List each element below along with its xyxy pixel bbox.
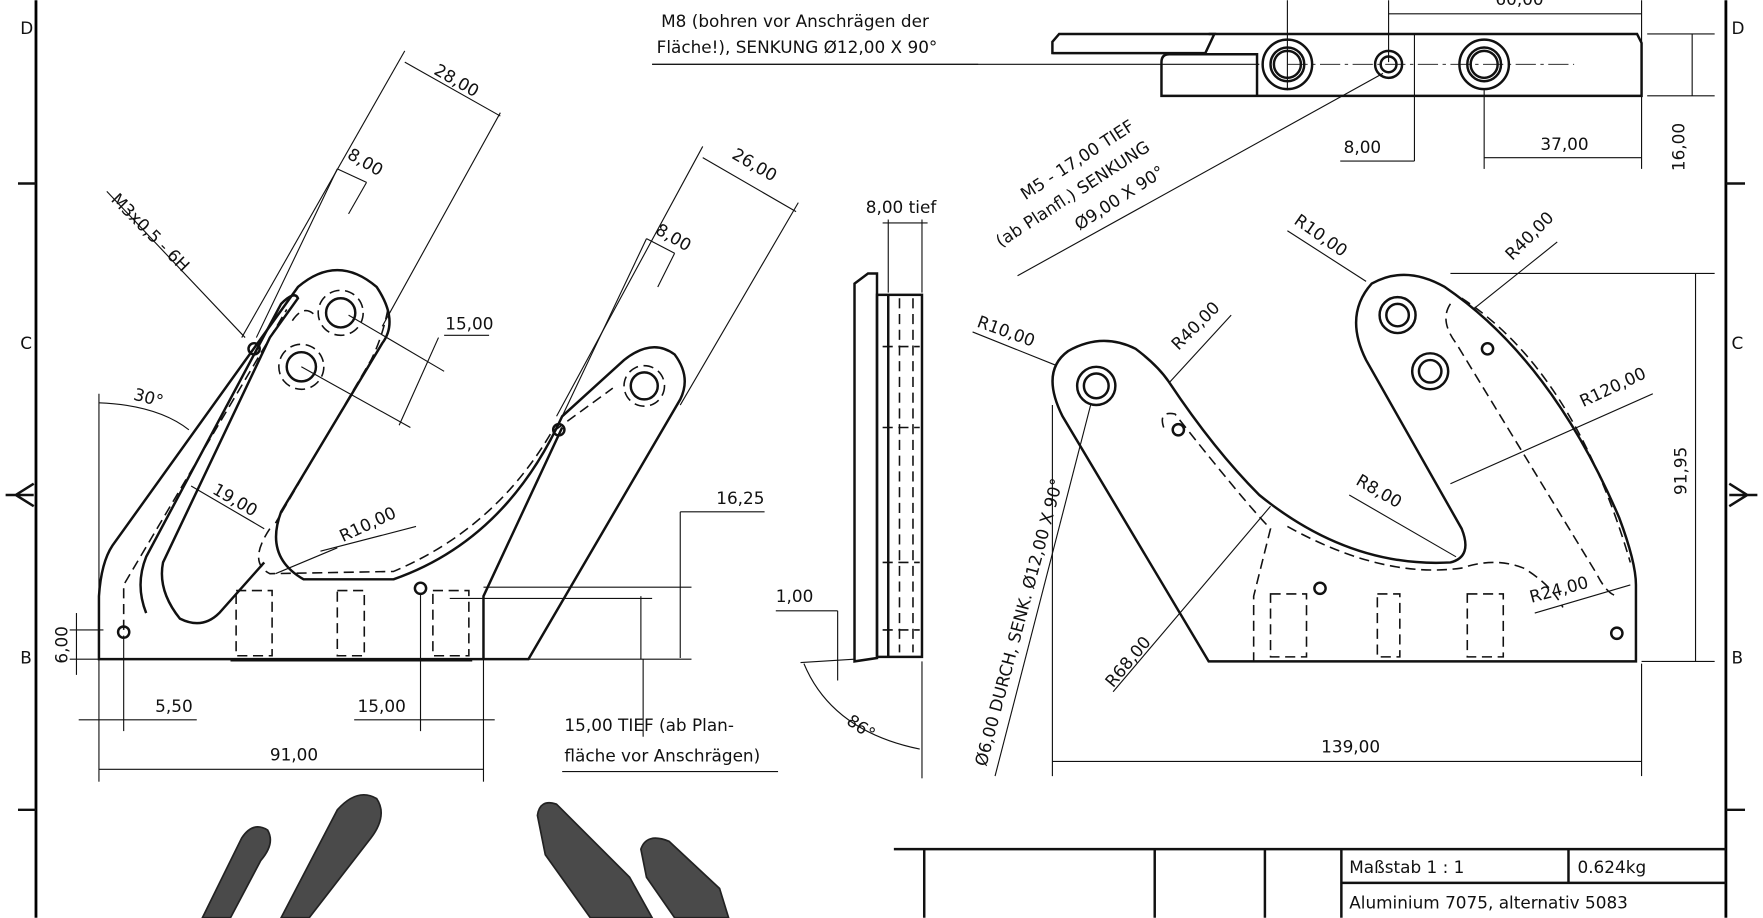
scale-label: Maßstab 1 : 1 (1349, 857, 1464, 877)
material-label: Aluminium 7075, alternativ 5083 (1349, 893, 1628, 913)
dim-60: 60,00 (1495, 0, 1543, 9)
iso-render-previews (201, 794, 730, 918)
zone-label-right-d: D (1732, 18, 1745, 38)
dim-8-top: 8,00 (1344, 137, 1382, 157)
dim-37: 37,00 (1540, 134, 1588, 154)
angle-86: 86° (843, 710, 879, 744)
drawing-frame: D C B D C B (5, 0, 1758, 918)
dim-139: 139,00 (1321, 736, 1380, 756)
dim-16: 16,00 (1668, 123, 1688, 171)
title-block: Maßstab 1 : 1 0.624kg Aluminium 7075, al… (893, 847, 1726, 918)
radius-68: R68,00 (1101, 632, 1155, 691)
dim-5-50: 5,50 (155, 696, 193, 716)
radius-8: R8,00 (1353, 470, 1406, 512)
radius-10-left: R10,00 (975, 311, 1038, 350)
radius-40-right: R40,00 (1501, 207, 1558, 264)
dim-91: 91,00 (270, 744, 318, 764)
depth-note-line1: 15,00 TIEF (ab Plan- (564, 715, 734, 735)
dim-16-25: 16,25 (716, 488, 764, 508)
dim-15-holes: 15,00 (445, 314, 493, 334)
zone-label-right-b: B (1732, 648, 1744, 668)
front-view: 28,00 8,00 M3x0,5 - 6H 15,00 26,00 8,00 … (51, 50, 799, 782)
top-view: M8 (bohren vor Anschrägen der Fläche!), … (652, 0, 1715, 277)
m8-note-line2: Fläche!), SENKUNG Ø12,00 X 90° (657, 37, 938, 57)
dim-28: 28,00 (431, 59, 483, 100)
radius-40-left: R40,00 (1167, 297, 1224, 354)
dim-1: 1,00 (776, 586, 814, 606)
dim-8-right: 8,00 (652, 219, 695, 255)
dim-91-95: 91,95 (1671, 447, 1691, 495)
right-view: R10,00 R40,00 R10,00 R40,00 R120,00 R8,0… (971, 207, 1715, 777)
dim-19: 19,00 (209, 479, 261, 520)
zone-label-left-d: D (20, 18, 33, 38)
depth-note-line2: fläche vor Anschrägen) (564, 745, 760, 765)
m8-note-line1: M8 (bohren vor Anschrägen der (661, 11, 929, 31)
thread-callout: M3x0,5 - 6H (107, 189, 193, 275)
side-view: 8,00 tief 1,00 86° (776, 197, 938, 779)
dim-6: 6,00 (51, 626, 71, 664)
dim-26: 26,00 (729, 144, 781, 185)
depth-8-tief: 8,00 tief (866, 197, 938, 217)
zone-label-right-c: C (1732, 333, 1744, 353)
dim-15-bottom: 15,00 (358, 696, 406, 716)
zone-label-left-c: C (20, 333, 32, 353)
mass-label: 0.624kg (1577, 857, 1646, 877)
zone-label-left-b: B (20, 648, 32, 668)
radius-120: R120,00 (1576, 363, 1649, 411)
